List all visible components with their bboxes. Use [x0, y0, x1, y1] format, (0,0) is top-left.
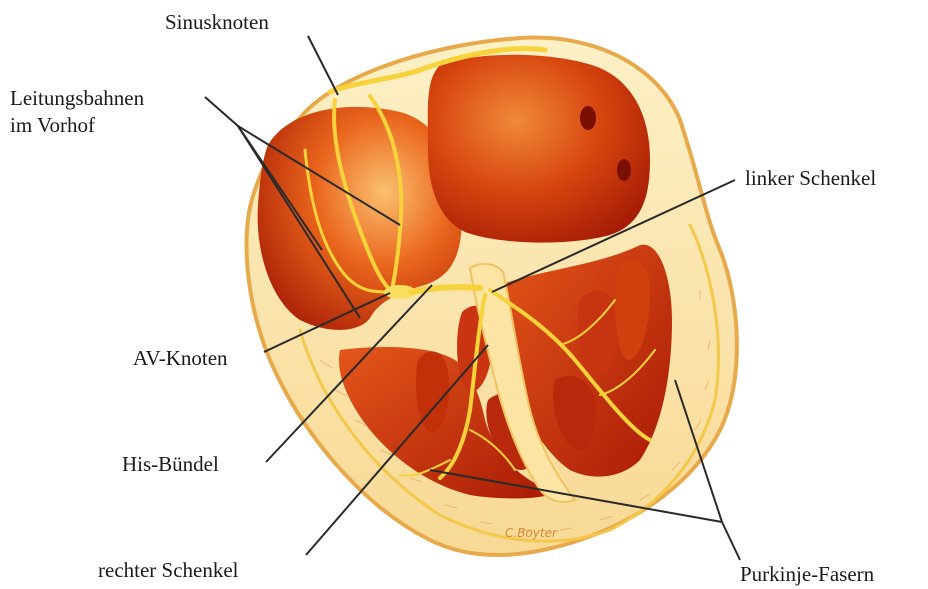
- label-his-buendel: His-Bündel: [122, 452, 219, 477]
- leader-sinusknoten: [308, 36, 338, 95]
- artist-signature: C.Boyter: [505, 526, 558, 540]
- label-sinusknoten: Sinusknoten: [165, 10, 269, 35]
- label-purkinje-fasern: Purkinje-Fasern: [740, 562, 874, 587]
- pulmonary-vein-opening: [580, 106, 596, 130]
- label-leitungsbahnen-line1: Leitungsbahnen: [10, 86, 144, 111]
- leader-purkinje-a: [722, 522, 740, 560]
- left-atrium: [428, 55, 650, 243]
- pulmonary-vein-opening: [617, 159, 631, 181]
- label-leitungsbahnen-line2: im Vorhof: [10, 113, 95, 138]
- leader-leitungsbahnen-a: [205, 97, 238, 126]
- label-linker-schenkel: linker Schenkel: [745, 166, 876, 191]
- label-av-knoten: AV-Knoten: [133, 346, 228, 371]
- label-rechter-schenkel: rechter Schenkel: [98, 558, 239, 583]
